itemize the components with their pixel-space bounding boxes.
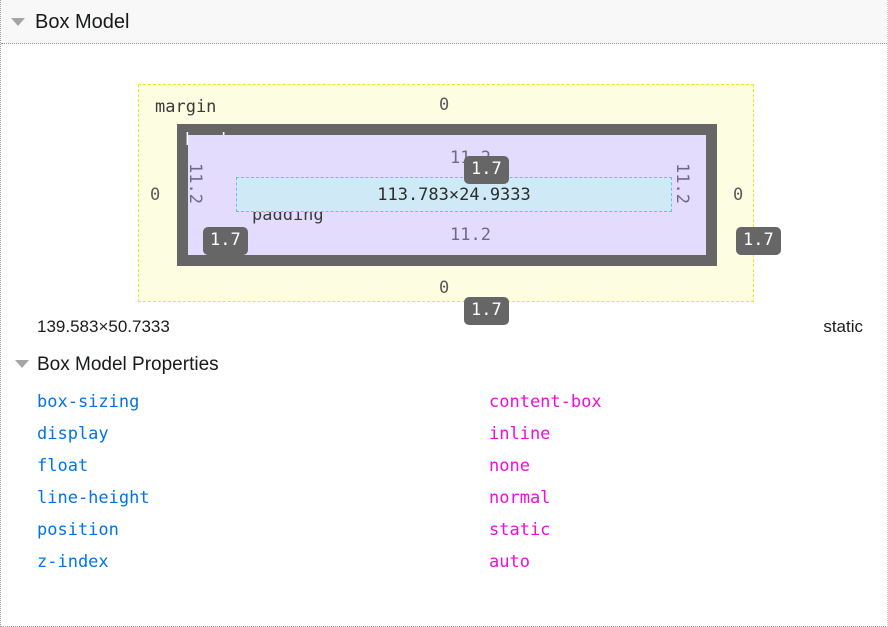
padding-right-value[interactable]: 11.2 bbox=[672, 163, 692, 204]
box-model-section-header[interactable]: Box Model bbox=[1, 0, 887, 44]
margin-region-label: margin bbox=[155, 97, 217, 117]
property-value[interactable]: none bbox=[489, 456, 530, 476]
box-model-properties-title: Box Model Properties bbox=[37, 353, 219, 375]
border-bottom-value[interactable]: 1.7 bbox=[464, 297, 509, 325]
margin-region[interactable]: margin 0 0 0 0 border padding 11.2 11.2 … bbox=[138, 84, 781, 325]
property-name[interactable]: display bbox=[37, 424, 109, 444]
border-right-value[interactable]: 1.7 bbox=[736, 227, 781, 255]
border-left-value[interactable]: 1.7 bbox=[203, 227, 248, 255]
property-value[interactable]: static bbox=[489, 520, 551, 540]
margin-top-value[interactable]: 0 bbox=[439, 95, 450, 115]
table-row[interactable]: box-sizing content-box bbox=[1, 386, 887, 418]
property-name[interactable]: z-index bbox=[37, 552, 109, 572]
table-row[interactable]: float none bbox=[1, 450, 887, 482]
content-region[interactable]: 113.783×24.9333 bbox=[236, 177, 672, 212]
table-row[interactable]: display inline bbox=[1, 418, 887, 450]
property-value[interactable]: inline bbox=[489, 424, 551, 444]
triangle-down-icon[interactable] bbox=[11, 17, 25, 26]
margin-bottom-value[interactable]: 0 bbox=[439, 278, 450, 298]
property-value[interactable]: content-box bbox=[489, 392, 602, 412]
padding-region[interactable]: padding 11.2 11.2 11.2 11.2 113.783×24.9… bbox=[185, 135, 706, 255]
property-value[interactable]: normal bbox=[489, 488, 551, 508]
table-row[interactable]: z-index auto bbox=[1, 546, 887, 578]
box-model-properties-header[interactable]: Box Model Properties bbox=[1, 348, 887, 380]
box-model-properties-list: box-sizing content-box display inline fl… bbox=[1, 380, 887, 578]
box-model-diagram: margin 0 0 0 0 border padding 11.2 11.2 … bbox=[1, 44, 887, 325]
page-title: Box Model bbox=[35, 10, 130, 33]
padding-left-value[interactable]: 11.2 bbox=[185, 163, 205, 204]
element-position: static bbox=[823, 317, 863, 336]
property-name[interactable]: position bbox=[37, 520, 119, 540]
property-value[interactable]: auto bbox=[489, 552, 530, 572]
box-model-summary: 139.583×50.7333 static bbox=[1, 306, 887, 348]
element-dimensions: 139.583×50.7333 bbox=[37, 317, 170, 336]
triangle-down-icon[interactable] bbox=[15, 360, 29, 368]
property-name[interactable]: line-height bbox=[37, 488, 150, 508]
property-name[interactable]: float bbox=[37, 456, 89, 476]
padding-bottom-value[interactable]: 11.2 bbox=[450, 225, 491, 245]
margin-left-value[interactable]: 0 bbox=[150, 185, 161, 205]
border-region[interactable]: border padding 11.2 11.2 11.2 11.2 113.7… bbox=[177, 124, 781, 325]
table-row[interactable]: position static bbox=[1, 514, 887, 546]
content-dimensions[interactable]: 113.783×24.9333 bbox=[377, 184, 531, 205]
table-row[interactable]: line-height normal bbox=[1, 482, 887, 514]
property-name[interactable]: box-sizing bbox=[37, 392, 140, 412]
border-top-value[interactable]: 1.7 bbox=[464, 156, 509, 184]
margin-right-value[interactable]: 0 bbox=[733, 185, 744, 205]
